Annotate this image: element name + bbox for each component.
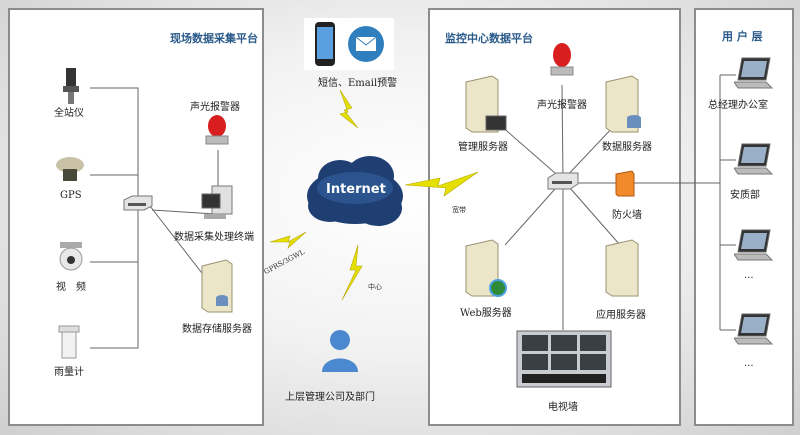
app-server-icon	[605, 239, 639, 297]
storage-server-label: 数据存储服务器	[182, 324, 252, 335]
laptop-icon	[734, 57, 774, 89]
notification-label: 短信、Email预警	[318, 78, 398, 89]
data-server-label: 数据服务器	[602, 142, 652, 153]
management-server-label: 管理服务器	[458, 142, 508, 153]
web-server-icon	[465, 239, 507, 297]
rain-gauge-icon	[58, 325, 80, 359]
user-label: ...	[744, 270, 754, 281]
management-server-icon	[465, 75, 507, 133]
storage-server-icon	[201, 259, 233, 313]
upper-link-label: 中心	[368, 283, 382, 291]
web-server-label: Web服务器	[460, 308, 512, 319]
total-station-label: 全站仪	[54, 108, 84, 119]
email-icon	[348, 26, 384, 62]
user-label: ...	[744, 358, 754, 369]
center-alarm-icon	[550, 43, 574, 76]
app-server-label: 应用服务器	[596, 310, 646, 321]
center-alarm-label: 声光报警器	[537, 100, 587, 111]
center-switch-icon	[547, 172, 579, 190]
field-alarm-label: 声光报警器	[190, 102, 240, 113]
user-label: 总经理办公室	[708, 100, 768, 111]
total-station-icon	[63, 68, 79, 104]
center-platform-title: 监控中心数据平台	[445, 32, 533, 45]
data-server-icon	[605, 75, 641, 133]
laptop-icon	[734, 229, 774, 261]
notification-devices	[304, 18, 394, 70]
user-label: 安质部	[730, 190, 760, 201]
rain-gauge-label: 雨量计	[54, 367, 84, 378]
video-camera-icon	[59, 242, 83, 271]
field-switch-icon	[123, 195, 153, 211]
gps-receiver-icon	[56, 157, 84, 181]
gps-label: GPS	[60, 190, 82, 201]
person-icon	[322, 330, 358, 372]
tv-wall-label: 电视墙	[548, 402, 578, 413]
terminal-label: 数据采集处理终端	[174, 232, 254, 243]
user-layer-title: 用 户 层	[722, 30, 763, 43]
laptop-icon	[734, 143, 774, 175]
tv-wall-icon	[516, 330, 612, 388]
field-alarm-icon	[205, 115, 229, 145]
internet-cloud-icon	[307, 156, 403, 226]
upper-management-label: 上层管理公司及部门	[285, 392, 375, 403]
firewall-label: 防火墙	[612, 210, 642, 221]
internet-label: Internet	[326, 182, 386, 197]
broadband-link-label: 宽带	[452, 206, 466, 214]
video-label: 视 频	[56, 282, 86, 293]
field-platform-title: 现场数据采集平台	[170, 32, 258, 45]
firewall-icon	[615, 170, 635, 197]
laptop-icon	[734, 313, 774, 345]
mobile-phone-icon	[315, 22, 335, 66]
terminal-computer-icon	[201, 185, 233, 219]
